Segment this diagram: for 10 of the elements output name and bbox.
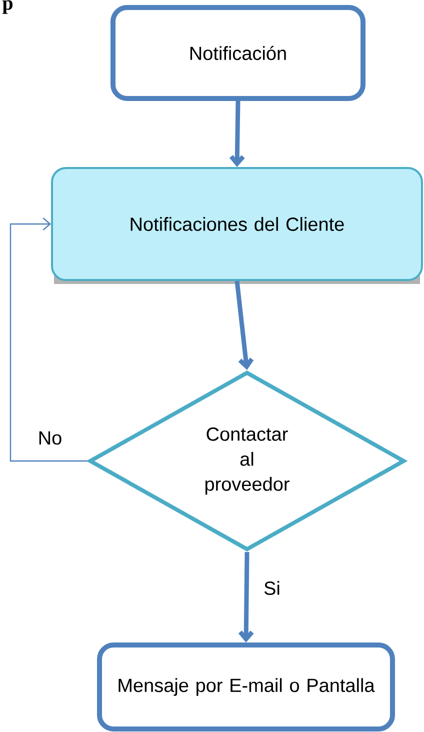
process-box: Mensaje por E-mail o Pantalla (97, 642, 395, 732)
arrow (10, 218, 88, 462)
arrow (234, 280, 254, 370)
arrow (229, 100, 245, 167)
edge-label: No (36, 430, 64, 446)
heading-fragment: p (2, 0, 12, 14)
process-box: Notificación (110, 5, 366, 101)
process-box: Notificaciones del Cliente (51, 167, 423, 284)
arrow (238, 552, 254, 642)
edge-label: Si (262, 580, 282, 596)
